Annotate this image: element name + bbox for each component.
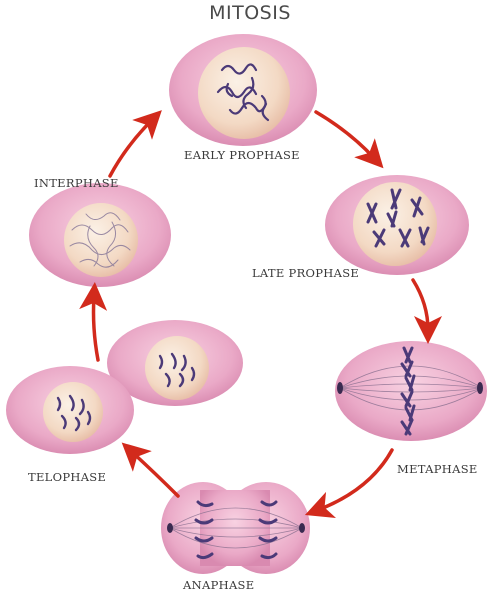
- label-interphase: INTERPHASE: [34, 176, 119, 190]
- arrow-meta-to-ana: [304, 448, 394, 519]
- arrow-late-to-meta: [411, 278, 442, 344]
- arrow-ana-to-telo: [121, 442, 180, 498]
- late-prophase-cell: [325, 175, 469, 275]
- label-metaphase: METAPHASE: [397, 462, 478, 476]
- telophase-nucleus-lower: [43, 382, 103, 442]
- cycle-arrows: [79, 110, 442, 519]
- arrow-early-to-late: [314, 110, 384, 169]
- metaphase-chromosomes: [400, 346, 416, 436]
- early-prophase-cell: [169, 34, 317, 146]
- early-prophase-chromatin: [216, 63, 270, 122]
- label-anaphase: ANAPHASE: [183, 578, 255, 592]
- anaphase-cell: [161, 482, 310, 574]
- metaphase-centrosome-right: [477, 382, 483, 394]
- telophase-chromosomes-lower: [56, 394, 92, 432]
- label-telophase: TELOPHASE: [28, 470, 107, 484]
- arrow-inter-to-early: [108, 110, 162, 178]
- late-prophase-chromosomes: [366, 188, 430, 248]
- label-late-prophase: LATE PROPHASE: [252, 266, 360, 280]
- anaphase-centrosome-left: [167, 523, 173, 533]
- telophase-cells: [6, 320, 243, 454]
- label-early-prophase: EARLY PROPHASE: [184, 148, 300, 162]
- telophase-nucleus-upper: [145, 336, 209, 400]
- anaphase-centrosome-right: [299, 523, 305, 533]
- telophase-chromosomes-upper: [158, 352, 196, 388]
- anaphase-chromosomes: [194, 500, 278, 560]
- interphase-chromatin: [69, 212, 131, 268]
- metaphase-cell: [335, 341, 487, 441]
- diagram-title: MITOSIS: [209, 2, 291, 24]
- anaphase-spindle: [169, 507, 303, 549]
- interphase-nucleus: [64, 203, 138, 277]
- arrow-telo-to-inter: [79, 282, 108, 362]
- interphase-cell: [29, 183, 171, 287]
- metaphase-centrosome-left: [337, 382, 343, 394]
- late-prophase-nucleus: [353, 182, 437, 266]
